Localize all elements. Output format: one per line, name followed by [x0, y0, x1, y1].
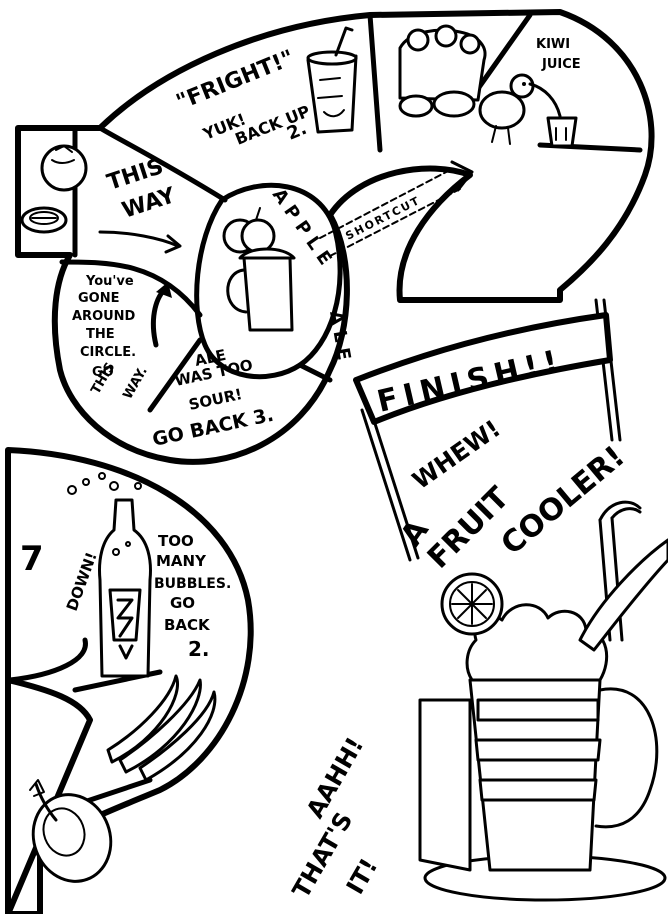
arrow-up-icon: [150, 282, 172, 348]
bubbles-6: 2.: [188, 637, 210, 661]
start-space[interactable]: [20, 144, 88, 234]
sliced-fruit-icon: [20, 206, 68, 234]
tiki-cup-icon: [306, 26, 358, 134]
fruit-bag-icon: [398, 24, 487, 118]
mug-icon: [226, 247, 296, 332]
kiwi-label-2: JUICE: [541, 57, 581, 72]
finish-area[interactable]: FINISH!! WHEW! A FRUIT COOLER!: [353, 298, 632, 576]
kiwi-bird-icon: [478, 73, 562, 145]
bananas-icon: [106, 674, 217, 782]
aahh-text: AAHH! THAT'S IT!: [287, 733, 383, 903]
bubbles-4: GO: [170, 594, 195, 612]
around-4: THE: [86, 327, 115, 342]
apple-icon: [222, 207, 276, 254]
bubbles-space[interactable]: 7 DOWN! TOO MANY BUBBLES. GO BACK 2.: [20, 472, 231, 678]
fruit-cooler-glass-icon: [418, 603, 667, 902]
carrot-space[interactable]: [21, 779, 123, 892]
around-1: You've: [85, 274, 134, 289]
around-3: AROUND: [72, 309, 136, 324]
leaf-icon: [578, 538, 668, 652]
finish-cooler: COOLER!: [495, 439, 632, 562]
bananas-space[interactable]: [106, 674, 217, 782]
shortcut-label: SHORTCUT: [343, 194, 422, 243]
fruit-bag-space[interactable]: [398, 24, 487, 118]
bubbles-1: TOO: [158, 532, 194, 550]
bubble-dots: [67, 472, 142, 495]
orange-slice-icon: [440, 572, 504, 636]
tomato-icon: [40, 144, 88, 192]
bubbles-5: BACK: [164, 616, 211, 634]
around-6: GO: [92, 365, 114, 380]
bottle-icon: [98, 498, 152, 678]
bubbles-number: 7: [20, 539, 44, 579]
juice-cup-icon: [546, 116, 578, 148]
kiwi-label-1: KIWI: [536, 37, 570, 52]
kiwi-space[interactable]: KIWI JUICE: [478, 37, 581, 148]
aahh-3: IT!: [341, 854, 383, 899]
carrot-slice-icon: [29, 779, 113, 883]
around-2: GONE: [78, 291, 119, 306]
bubbles-2: MANY: [156, 552, 207, 570]
bubbles-3: BUBBLES.: [154, 576, 231, 592]
apple-ale-space[interactable]: APPLE ALE: [222, 185, 355, 368]
around-5: CIRCLE.: [80, 345, 136, 360]
arrow-right-icon: [98, 230, 182, 254]
